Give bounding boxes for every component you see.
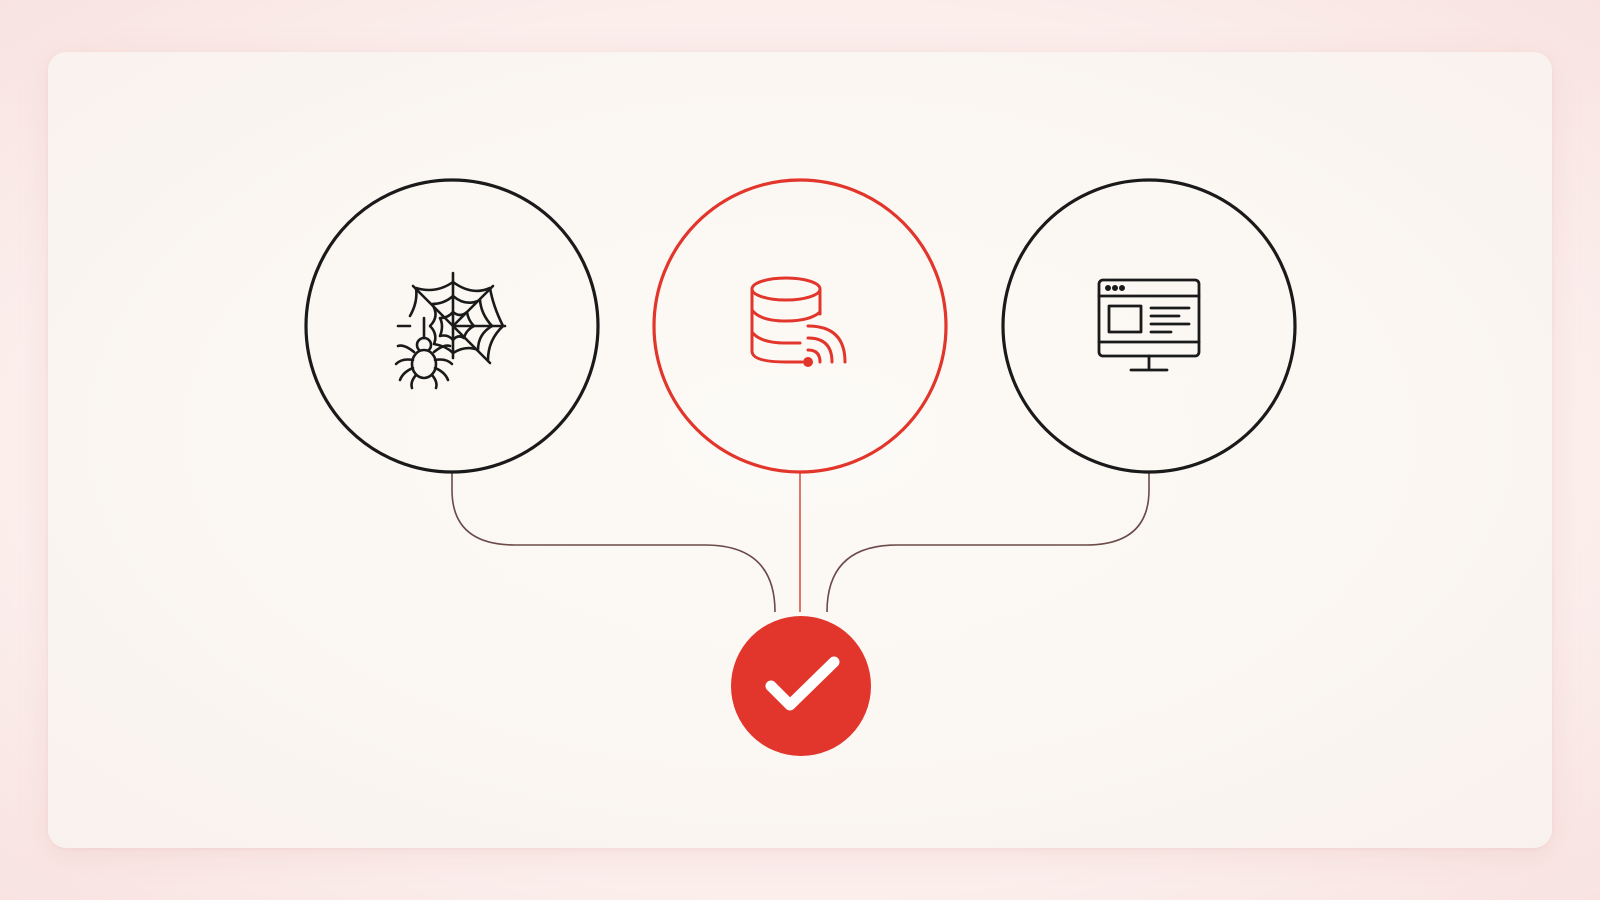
node-crawler (304, 178, 600, 474)
connectors (451, 472, 1150, 613)
node-web-dashboard (1001, 178, 1297, 474)
node-circle-web-dashboard (1001, 178, 1297, 474)
node-circle-data-feed (652, 178, 948, 474)
node-circle-crawler (304, 178, 600, 474)
node-data-feed (652, 178, 948, 474)
checkmark-icon (765, 656, 840, 711)
spider-web-icon (394, 271, 507, 390)
monitor-browser-icon (1097, 278, 1201, 372)
result-node (731, 616, 871, 756)
result-circle (731, 616, 871, 756)
connector-right (826, 472, 1150, 613)
connector-left (451, 472, 776, 613)
database-feed-icon (750, 276, 847, 367)
